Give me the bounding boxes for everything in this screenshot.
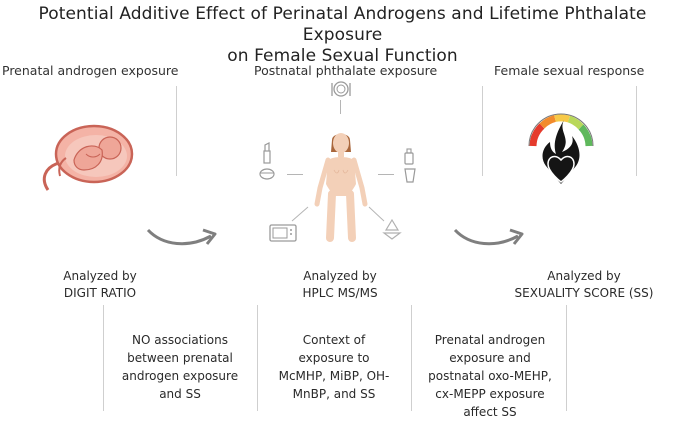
finding-phthalate: Context of exposure to McMHP, MiBP, OH- … xyxy=(266,331,402,403)
analyzed-by-prenatal: Analyzed by DIGIT RATIO xyxy=(40,268,160,302)
title-line-2: on Female Sexual Function xyxy=(227,46,458,66)
finding-line: between prenatal xyxy=(127,351,233,365)
microwave-icon xyxy=(269,224,297,242)
finding-line: NO associations xyxy=(132,333,228,347)
finding-line: androgen exposure xyxy=(121,369,239,383)
method-sexuality-score: SEXUALITY SCORE (SS) xyxy=(514,286,654,300)
flaming-heart-icon xyxy=(542,120,580,184)
heading-postnatal-phthalate: Postnatal phthalate exposure xyxy=(254,63,438,78)
analyzed-by-label: Analyzed by xyxy=(303,269,377,283)
finding-line: MnBP, and SS xyxy=(292,387,376,401)
lipstick-icon xyxy=(263,142,271,164)
cup-icon xyxy=(404,168,416,183)
finding-line: cx-MEPP exposure xyxy=(435,387,545,401)
finding-line: and SS xyxy=(159,387,201,401)
food-plate-icon xyxy=(331,81,351,97)
divider-bottom-1 xyxy=(103,305,104,411)
finding-sexual-response: Prenatal androgen exposure and postnatal… xyxy=(420,331,560,421)
connector-recycle xyxy=(368,206,385,222)
divider-top-left xyxy=(176,86,177,176)
analyzed-by-sexual-response: Analyzed by SEXUALITY SCORE (SS) xyxy=(510,268,658,302)
perfume-icon xyxy=(404,148,414,165)
recycle-icon xyxy=(382,218,402,240)
finding-line: Prenatal androgen xyxy=(434,333,546,347)
heading-prenatal-androgen: Prenatal androgen exposure xyxy=(2,63,179,78)
infographic-title: Potential Additive Effect of Perinatal A… xyxy=(0,4,685,67)
method-hplc-ms-ms: HPLC MS/MS xyxy=(302,286,378,300)
divider-top-mid xyxy=(482,86,483,176)
connector-plate xyxy=(340,100,341,114)
analyzed-by-label: Analyzed by xyxy=(547,269,621,283)
connector-microwave xyxy=(291,206,309,222)
arrow-left-to-center xyxy=(146,228,217,246)
body-cream-icon xyxy=(259,168,275,180)
arrow-center-to-right xyxy=(453,228,524,246)
divider-bottom-4 xyxy=(566,305,567,411)
finding-line: exposure and xyxy=(449,351,531,365)
finding-prenatal: NO associations between prenatal androge… xyxy=(112,331,248,403)
title-line-1: Potential Additive Effect of Perinatal A… xyxy=(38,4,647,45)
divider-top-right xyxy=(636,86,637,176)
connector-cosmetics xyxy=(287,174,303,175)
divider-bottom-2 xyxy=(257,305,258,411)
finding-line: Context of xyxy=(302,333,366,347)
analyzed-by-phthalate: Analyzed by HPLC MS/MS xyxy=(280,268,400,302)
fetus-in-womb-icon xyxy=(42,124,134,191)
method-digit-ratio: DIGIT RATIO xyxy=(63,286,137,300)
finding-line: exposure to xyxy=(298,351,370,365)
arousal-gauge-icon xyxy=(528,113,594,147)
analyzed-by-label: Analyzed by xyxy=(63,269,137,283)
woman-figure-icon xyxy=(314,133,368,242)
finding-line: affect SS xyxy=(463,405,517,419)
divider-bottom-3 xyxy=(411,305,412,411)
heading-female-sexual-response: Female sexual response xyxy=(494,63,645,78)
finding-line: postnatal oxo-MEHP, xyxy=(428,369,552,383)
finding-line: McMHP, MiBP, OH- xyxy=(278,369,390,383)
connector-personal-care xyxy=(378,174,394,175)
